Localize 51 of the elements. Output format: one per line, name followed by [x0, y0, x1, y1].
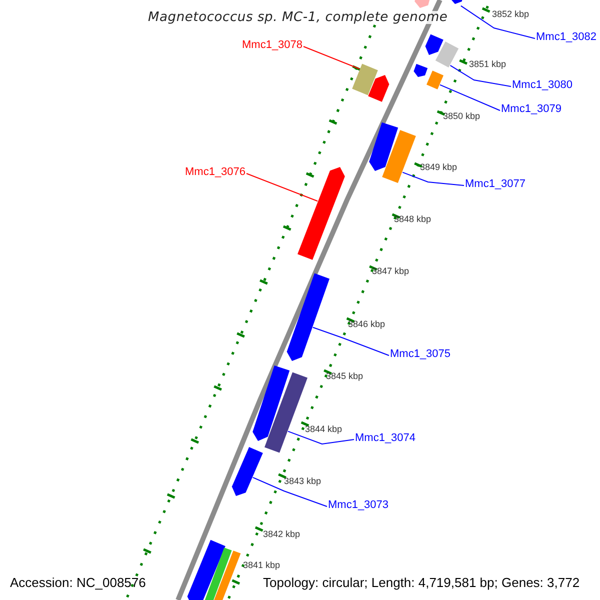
gene-feature — [414, 0, 431, 8]
leader-line — [402, 172, 464, 186]
gene-label: Mmc1_3082 — [536, 32, 597, 43]
gene-label: Mmc1_3074 — [355, 433, 416, 444]
leader-line — [460, 5, 536, 39]
scale-label: 3848 kbp — [394, 215, 432, 224]
scale-label: 3844 kbp — [305, 425, 342, 434]
gene-label: Mmc1_3079 — [501, 104, 562, 115]
scale-label: 3850 kbp — [443, 112, 480, 121]
gene-feature — [264, 372, 308, 453]
scale-label: 3852 kbp — [492, 10, 530, 19]
gene-feature — [286, 273, 330, 361]
leader-line — [450, 64, 512, 87]
gene-feature — [426, 70, 444, 90]
gene-feature — [232, 447, 263, 496]
leader-line — [246, 173, 318, 202]
scale-label: 3846 kbp — [348, 320, 386, 329]
gene-label: Mmc1_3077 — [465, 179, 526, 190]
gene-feature — [212, 550, 241, 600]
scale-label: 3851 kbp — [469, 60, 506, 69]
gene-feature — [425, 34, 444, 55]
scale-label: 3843 kbp — [284, 477, 322, 486]
gene-feature — [298, 167, 345, 260]
scale-label: 3847 kbp — [372, 267, 410, 276]
scale-label: 3841 kbp — [243, 561, 280, 570]
gene-feature — [368, 75, 390, 102]
leader-line — [303, 46, 360, 70]
gene-feature — [203, 548, 232, 600]
scale-label: 3842 kbp — [263, 530, 300, 539]
gene-label: Mmc1_3073 — [328, 500, 389, 511]
gene-feature — [382, 130, 416, 183]
leader-line — [252, 476, 328, 507]
leader-line — [288, 430, 354, 445]
gene-feature — [369, 122, 398, 171]
gene-label: Mmc1_3080 — [512, 80, 573, 91]
map-title: Magnetococcus sp. MC-1, complete genome — [148, 11, 448, 24]
scale-label: 3845 kbp — [326, 372, 364, 381]
accession-text: Accession: NC_008576 — [10, 576, 146, 589]
gene-feature — [187, 540, 226, 600]
gene-label: Mmc1_3075 — [390, 349, 451, 360]
leader-line — [312, 326, 390, 356]
genome-stats-text: Topology: circular; Length: 4,719,581 bp; Genes: 3,772 — [263, 576, 580, 589]
scale-label: 3849 kbp — [420, 163, 458, 172]
gene-feature — [252, 366, 290, 441]
gene-feature — [450, 0, 464, 4]
gene-feature — [414, 64, 428, 77]
gene-feature — [352, 64, 378, 96]
gene-label: Mmc1_3076 — [185, 167, 246, 178]
leader-line — [440, 84, 500, 111]
gene-label: Mmc1_3078 — [242, 40, 303, 51]
gene-feature — [435, 42, 459, 68]
